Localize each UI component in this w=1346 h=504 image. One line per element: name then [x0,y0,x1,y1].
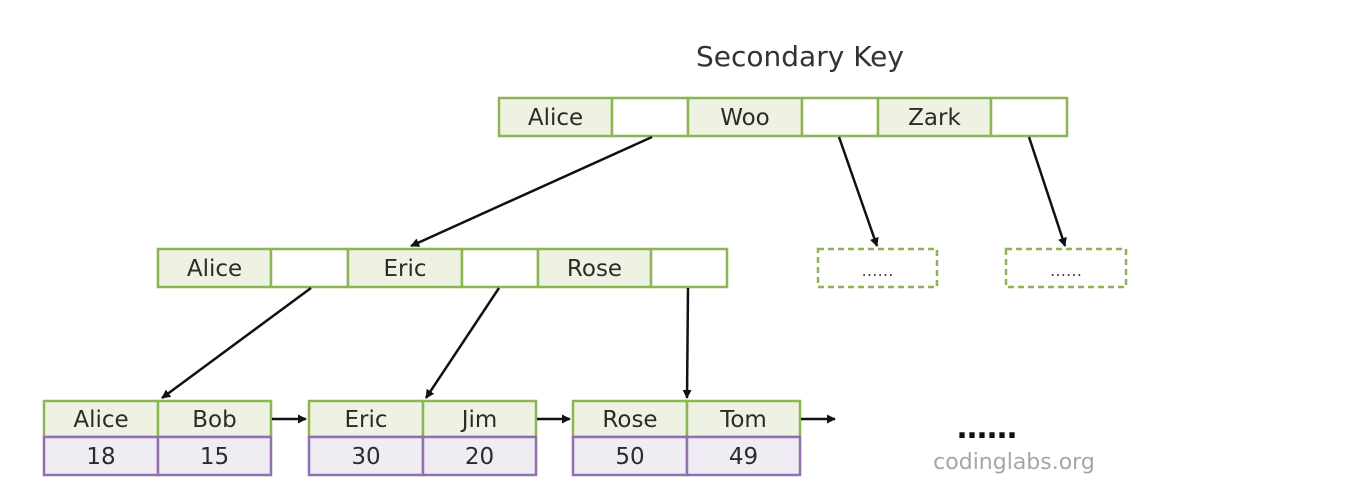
internal-key-cell [346,247,464,289]
pointer-arrow [1027,136,1067,247]
leaf-key-label: Rose [602,407,657,433]
root-node: Alice Woo Zark [497,96,1069,138]
placeholder-node: …… [1004,247,1128,289]
diagram-title: Secondary Key [696,40,904,73]
leaf-node: Rose Tom 50 49 [571,399,802,477]
root-key-label: Alice [528,105,583,131]
leaf-value-label: 20 [465,444,494,470]
leaf-value-label: 18 [86,444,115,470]
leaf-value-label: 50 [615,444,644,470]
root-key-label: Woo [720,105,770,131]
internal-node: Alice Eric Rose [156,247,729,289]
leaf-value-label: 30 [351,444,380,470]
continuation-ellipsis: …… [957,411,1017,446]
placeholder-ellipsis: …… [862,261,894,280]
leaf-node: Alice Bob 18 15 [42,399,273,477]
root-pointer-cell [989,96,1069,138]
pointer-arrow [410,135,653,248]
leaf-key-label: Jim [460,407,498,433]
placeholder-ellipsis: …… [1050,261,1082,280]
root-pointer-cell [800,96,880,138]
pointer-arrow [161,286,312,400]
leaf-key-label: Bob [192,407,236,433]
root-pointer-cell [610,96,690,138]
leaf-node: Eric Jim 30 20 [307,399,538,477]
leaf-key-label: Eric [344,407,387,433]
leaf-value-label: 15 [200,444,229,470]
pointer-arrow [424,287,501,399]
watermark-text: codinglabs.org [933,450,1095,475]
root-key-label: Zark [908,105,961,131]
root-key-cell [686,96,804,138]
pointer-arrow [837,136,879,247]
internal-key-label: Rose [567,256,622,282]
internal-key-label: Alice [187,256,242,282]
placeholder-node: …… [816,247,939,289]
root-key-cell [876,96,993,138]
internal-pointer-cell [460,247,540,289]
leaf-key-label: Alice [73,407,128,433]
internal-key-label: Eric [383,256,426,282]
root-key-cell [497,96,614,138]
pointer-arrow [682,287,692,399]
leaf-key-label: Tom [719,407,767,433]
internal-pointer-cell [649,247,729,289]
internal-pointer-cell [269,247,350,289]
internal-key-cell [536,247,653,289]
leaf-value-label: 49 [729,444,758,470]
